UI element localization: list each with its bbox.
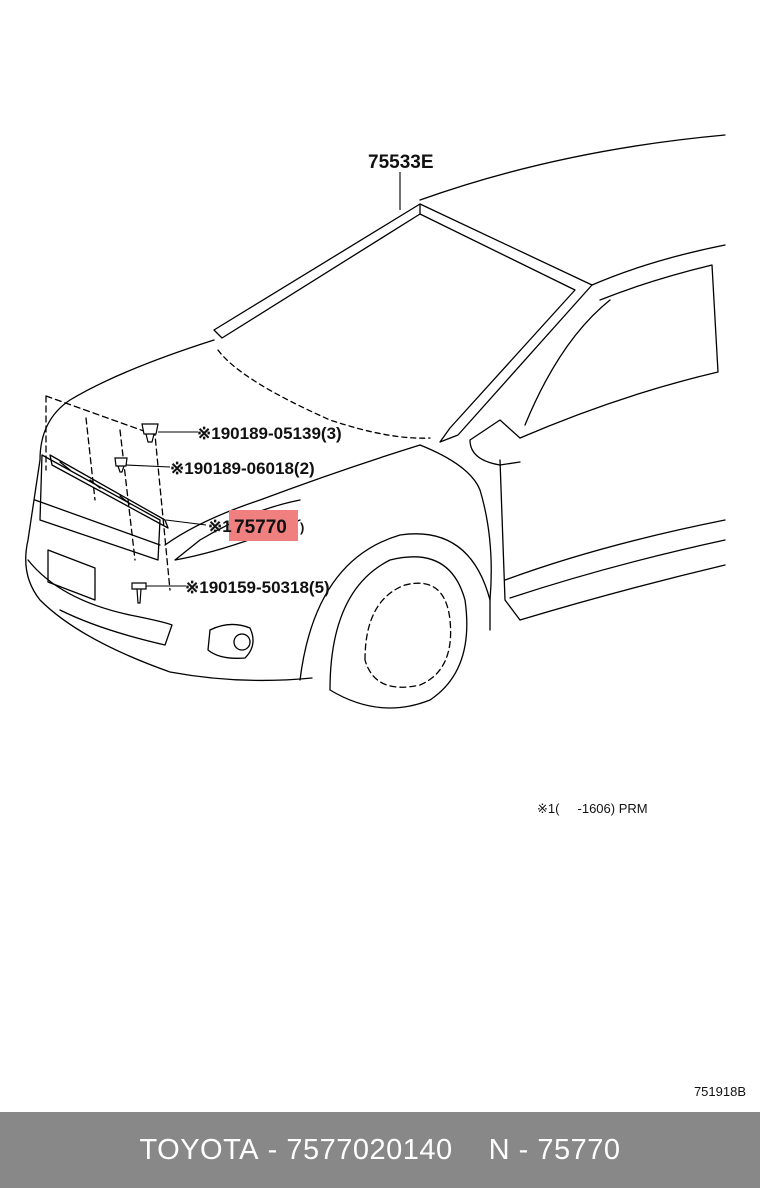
screw-icon	[131, 582, 147, 604]
wheel-arch	[299, 533, 491, 681]
cowl-louver	[49, 454, 169, 529]
label-part-suffix: )	[300, 520, 304, 535]
front-bumper	[27, 559, 173, 646]
wheel	[364, 582, 452, 688]
lower-grille	[47, 549, 96, 601]
hood-outline	[25, 339, 313, 682]
tire	[329, 556, 468, 709]
roof-line	[419, 134, 726, 201]
label-clip-a: ※190189-05139(3)	[197, 424, 342, 443]
footer-prefix: N	[488, 1133, 511, 1166]
label-clip-b: ※190189-06018(2)	[170, 459, 315, 478]
grille	[39, 454, 161, 561]
footer-oem-number: 7577020140	[286, 1133, 453, 1166]
part-highlight	[229, 510, 298, 541]
footer-bar: TOYOTA - 7577020140 N - 75770	[0, 1112, 760, 1188]
windshield-molding	[213, 203, 593, 443]
footer-separator: -	[267, 1133, 278, 1166]
door-line	[499, 459, 521, 621]
label-part-prefix: ※1	[208, 517, 232, 536]
footer-separator-2: -	[518, 1133, 529, 1166]
explode-frame	[45, 395, 171, 591]
figure-code: 751918B	[693, 1084, 746, 1099]
clip-b-icon	[114, 457, 128, 473]
footer-part-number: 75770	[537, 1133, 621, 1166]
label-glass-weatherstrip: 75533E	[368, 152, 434, 173]
applicability-note: ※1( -1606) PRM	[537, 801, 648, 816]
a-pillar	[591, 244, 726, 286]
clip-a-icon	[141, 423, 159, 443]
label-part-number[interactable]: 75770	[234, 517, 287, 538]
footer-brand: TOYOTA	[139, 1133, 260, 1166]
parts-diagram: 75533E ※190189-05139(3) ※190189-06018(2)…	[25, 134, 726, 709]
hood-crease	[217, 349, 431, 439]
label-screw: ※190159-50318(5)	[185, 578, 330, 597]
side-window	[524, 299, 611, 426]
fog-lamp	[207, 623, 254, 659]
